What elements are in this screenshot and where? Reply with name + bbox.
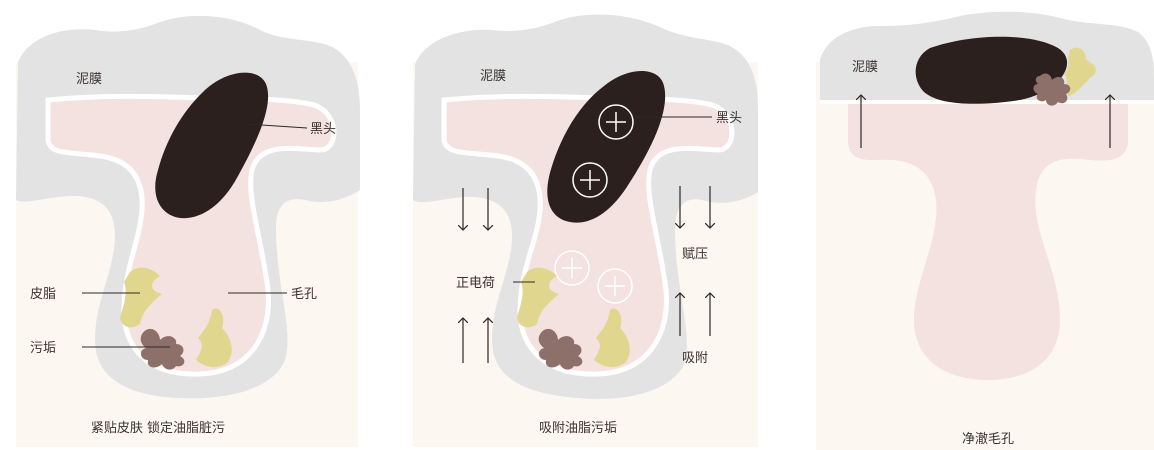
mud-film-label: 泥膜 xyxy=(852,60,878,75)
pressure-label: 赋压 xyxy=(682,247,708,262)
panel-2: 泥膜 黑头 正电荷 赋压 吸附 吸附油脂污垢 xyxy=(413,14,758,447)
blackhead-label: 黑头 xyxy=(310,122,336,137)
panel-1: 泥膜 黑头 皮脂 污垢 毛孔 紧贴皮肤 锁定油脂脏污 xyxy=(16,16,360,447)
panel-3-caption: 净澈毛孔 xyxy=(962,431,1014,447)
panel-2-caption: 吸附油脂污垢 xyxy=(539,421,617,436)
pore-label: 毛孔 xyxy=(291,287,317,302)
positive-charge-label: 正电荷 xyxy=(456,276,495,291)
mud-film-label: 泥膜 xyxy=(480,69,506,84)
dirt-label: 污垢 xyxy=(30,341,56,356)
panel-1-caption: 紧贴皮肤 锁定油脂脏污 xyxy=(91,420,225,436)
panel-3: 泥膜 净澈毛孔 xyxy=(816,12,1154,450)
adsorption-label: 吸附 xyxy=(682,351,708,366)
blackhead-label: 黑头 xyxy=(716,111,742,126)
sebum-label: 皮脂 xyxy=(30,287,56,302)
mud-film-label: 泥膜 xyxy=(76,72,102,87)
